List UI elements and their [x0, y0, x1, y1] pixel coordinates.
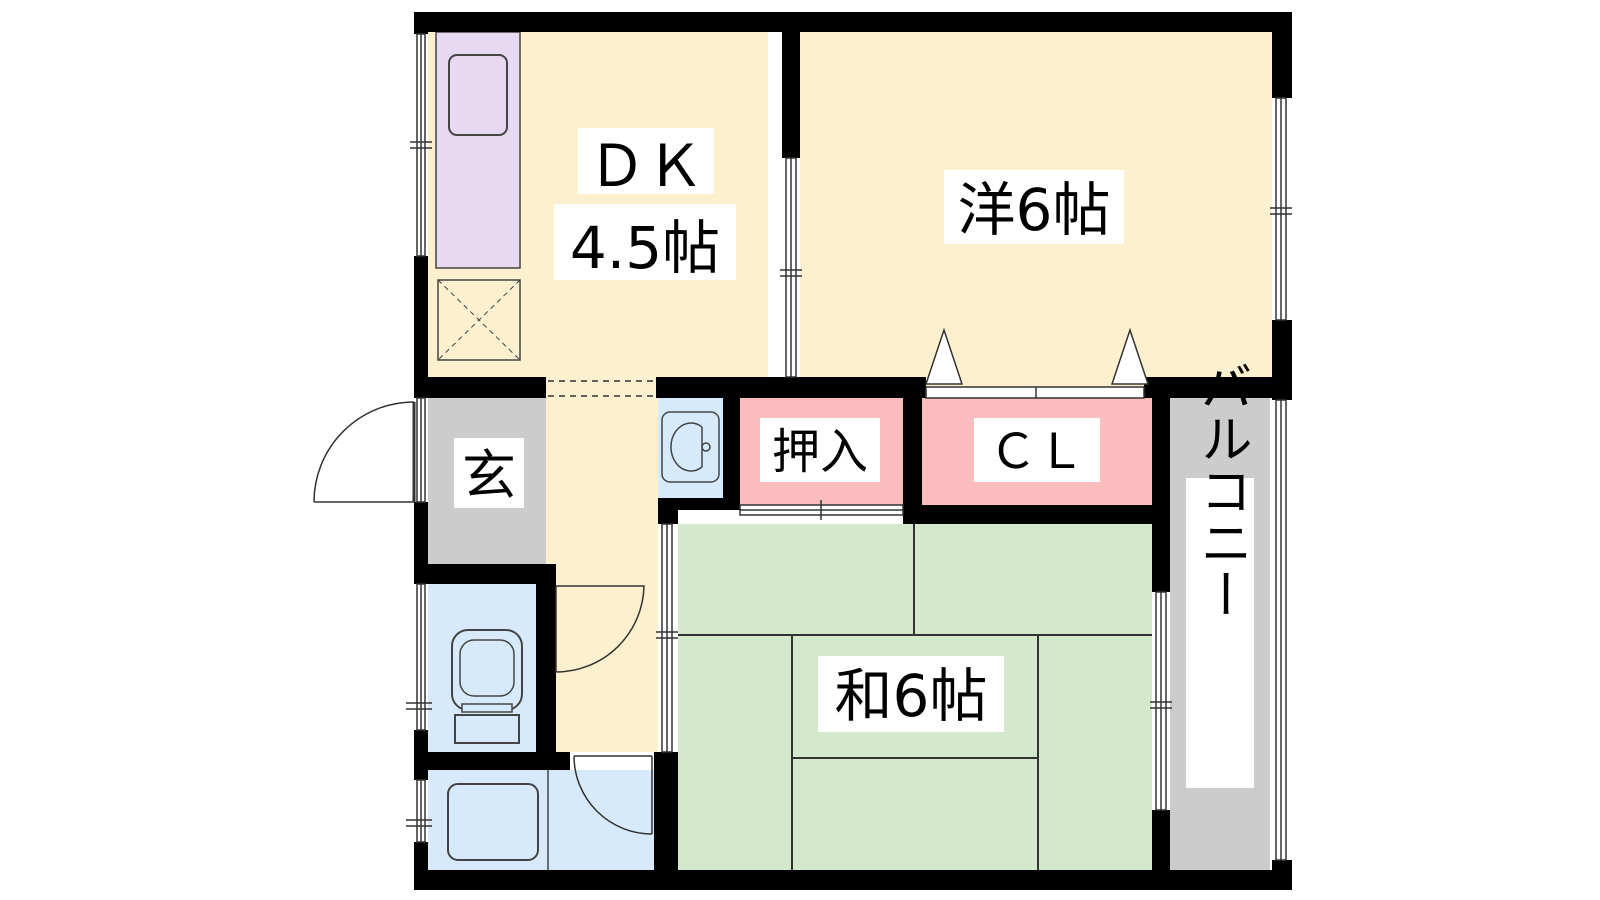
- tatami-lines: [678, 524, 1152, 870]
- japanese-room-left-window: [656, 523, 678, 753]
- oshiire-sliding-doors: [739, 500, 904, 520]
- kitchen-sink-icon: [448, 54, 508, 136]
- entrance-side-window: [416, 397, 426, 503]
- washbasin-icon: [661, 411, 720, 483]
- room-labels: ＤＫ 4.5帖 洋6帖 玄 押入 ＣＬ 和6帖 バルコニー: [462, 132, 1251, 730]
- entrance-door-swing: [313, 401, 416, 503]
- toilet-icon: [451, 629, 523, 744]
- western-room-label: 洋6帖: [958, 176, 1111, 244]
- japanese-room-label: 和6帖: [835, 662, 988, 730]
- closet-label: ＣＬ: [989, 424, 1085, 480]
- oshiire-label: 押入: [772, 424, 868, 480]
- hall-opening: [548, 380, 654, 397]
- dk-size-label: 4.5帖: [570, 214, 720, 282]
- balcony-right-rail: [1275, 399, 1287, 861]
- fixtures: [435, 31, 720, 870]
- toilet-door-swing: [555, 585, 645, 673]
- fridge-space-icon: [437, 279, 521, 361]
- doors: [313, 327, 1150, 835]
- walls: [414, 12, 1292, 890]
- entrance-label: 玄: [462, 444, 516, 507]
- bathtub-icon: [447, 783, 539, 861]
- closet-folding-doors: [924, 327, 1150, 399]
- balcony-label: バルコニー: [1191, 360, 1251, 620]
- label-backgrounds: [454, 128, 1254, 788]
- bath-door-swing: [573, 755, 653, 835]
- hall-floor: [546, 377, 658, 752]
- bath-window: [406, 779, 432, 843]
- toilet-window: [406, 583, 432, 731]
- windows: [406, 33, 1292, 861]
- dk-name-label: ＤＫ: [588, 132, 704, 200]
- japanese-room-right-window: [1150, 591, 1172, 811]
- western-window: [1270, 97, 1292, 321]
- dk-interior-window: [780, 157, 802, 378]
- dk-window: [410, 33, 432, 257]
